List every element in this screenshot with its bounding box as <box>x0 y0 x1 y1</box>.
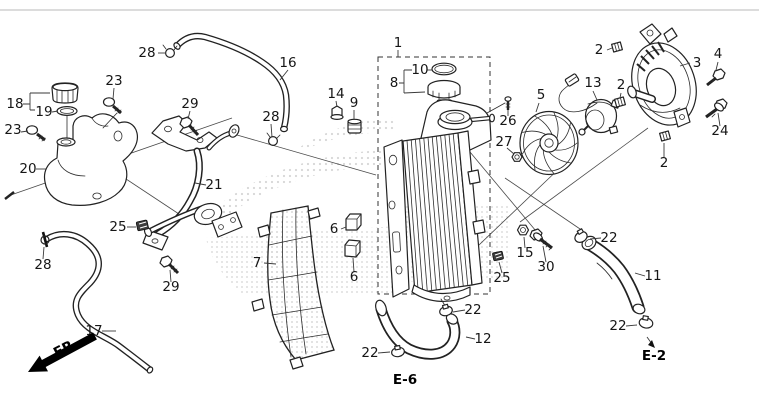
callout-21: 21 <box>205 177 222 193</box>
front-direction-label: FR. <box>51 335 81 361</box>
radiator-1 <box>383 99 496 302</box>
callout-25: 25 <box>493 270 510 286</box>
callout-28: 28 <box>262 109 279 125</box>
drain-plug-23-right <box>102 97 122 129</box>
callout-22: 22 <box>609 318 626 334</box>
rubber-clip-25-left <box>135 219 149 232</box>
joint-collar-14 <box>330 105 344 120</box>
drain-plug-23-left <box>25 125 46 142</box>
rubber-cushion-6-upper <box>345 213 362 231</box>
water-joint-cluster <box>143 202 243 238</box>
flange-bolt-24 <box>705 98 728 119</box>
callout-18: 18 <box>6 96 23 112</box>
callout-22: 22 <box>600 230 617 246</box>
callout-30: 30 <box>537 259 554 275</box>
rubber-mount-9 <box>347 118 362 134</box>
mount-bracket-21 <box>142 115 240 251</box>
hose-clamp-22-12right <box>439 303 453 317</box>
callout-28: 28 <box>34 257 51 273</box>
callout-1: 1 <box>394 35 403 51</box>
callout-6: 6 <box>330 221 339 237</box>
callout-2: 2 <box>595 42 604 58</box>
callout-23: 23 <box>4 122 21 138</box>
hose-clamp-22-11top <box>574 228 588 243</box>
callouts: 28 16 23 18 19 23 29 20 21 28 14 9 1 10 … <box>4 35 728 361</box>
cooling-fan-5 <box>519 110 579 176</box>
clip-2-mid <box>614 96 626 108</box>
callout-13: 13 <box>584 75 601 91</box>
callout-15: 15 <box>516 245 533 261</box>
section-ref-e2: E-2 <box>642 348 666 364</box>
flange-bolt-30 <box>529 228 553 251</box>
callout-16: 16 <box>279 55 296 71</box>
callout-10: 10 <box>411 62 428 78</box>
callout-22: 22 <box>464 302 481 318</box>
callout-24: 24 <box>711 123 728 139</box>
flange-bolt-29-upper <box>179 116 200 137</box>
flange-bolt-4 <box>706 68 726 87</box>
clip-2-bottom <box>659 130 671 142</box>
callout-6: 6 <box>350 269 359 285</box>
callout-14: 14 <box>327 86 344 102</box>
callout-4: 4 <box>714 46 723 62</box>
tank-cap <box>51 82 79 104</box>
callout-22: 22 <box>361 345 378 361</box>
flange-bolt-29-lower <box>159 255 180 275</box>
rubber-cushion-6-lower <box>344 239 361 258</box>
callout-28: 28 <box>138 45 155 61</box>
callout-2: 2 <box>660 155 669 171</box>
nut-27 <box>511 152 523 162</box>
fan-shroud-3 <box>627 23 697 128</box>
callout-12: 12 <box>474 331 491 347</box>
siphon-hose-17 <box>43 230 154 374</box>
callout-27: 27 <box>495 134 512 150</box>
callout-3: 3 <box>693 55 702 71</box>
clip-2-top <box>611 41 623 53</box>
nut-15 <box>516 224 530 236</box>
callout-26: 26 <box>499 113 516 129</box>
hose-clamp-22-11bottom <box>638 315 654 329</box>
callout-7: 7 <box>253 255 262 271</box>
callout-25: 25 <box>109 219 126 235</box>
leader-lines <box>20 47 721 354</box>
lower-hose-12 <box>375 298 461 360</box>
callout-5: 5 <box>537 87 546 103</box>
callout-29: 29 <box>162 279 179 295</box>
hose-clamp-28-tank <box>40 231 50 248</box>
callout-8: 8 <box>390 75 399 91</box>
callout-11: 11 <box>644 268 661 284</box>
screw-26 <box>486 96 512 114</box>
hose-clamp-28-mid <box>266 132 281 147</box>
cap-o-ring-10 <box>431 62 457 76</box>
reserve-tank <box>43 113 139 206</box>
front-direction-indicator: FR. <box>28 332 97 372</box>
callout-20: 20 <box>19 161 36 177</box>
callout-29: 29 <box>181 96 198 112</box>
rubber-clip-25-right <box>492 250 504 262</box>
hose-clamp-22-12left <box>391 344 405 358</box>
callout-9: 9 <box>350 95 359 111</box>
front-arrow-icon <box>28 332 97 372</box>
fan-motor-13 <box>558 73 621 136</box>
callout-23: 23 <box>105 73 122 89</box>
radiator-grille-7 <box>251 205 335 370</box>
callout-19: 19 <box>35 104 52 120</box>
section-ref-e6: E-6 <box>393 372 417 388</box>
callout-2: 2 <box>617 77 626 93</box>
